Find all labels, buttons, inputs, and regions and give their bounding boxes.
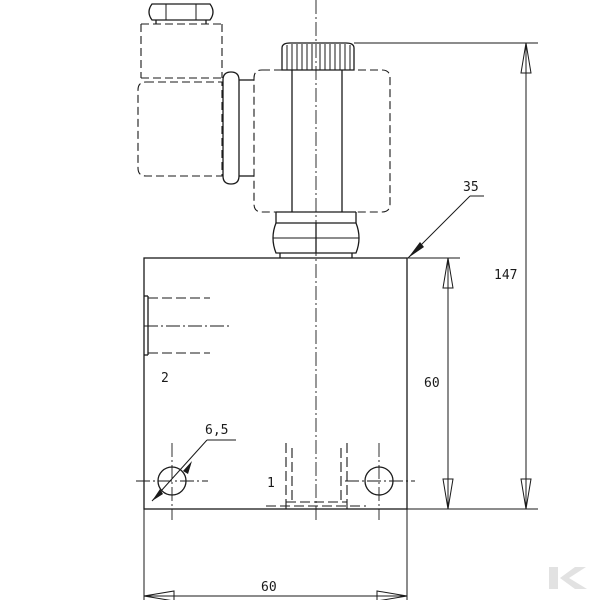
port-2-label: 2 [161,371,169,386]
port-2-hidden-lines [144,295,232,356]
hex-size-label: 35 [463,180,479,195]
block-width-dimension [143,509,408,602]
hex-nut [272,211,360,258]
overall-height-dimension [354,42,538,510]
block-width-label: 60 [261,580,277,595]
mounting-hole-right [345,443,415,520]
knurled-knob [281,42,355,71]
solenoid-coil [253,69,391,213]
port-1-hidden-lines [266,443,366,509]
block-height-label: 60 [424,376,440,391]
brand-k-logo-icon [549,567,587,589]
hole-diameter-leader [151,439,236,502]
hex-size-leader [407,195,484,259]
overall-height-label: 147 [494,268,517,283]
connector-plug [137,3,254,185]
port-1-label: 1 [267,476,275,491]
valve-body-block [143,257,408,510]
hole-diameter-label: 6,5 [205,423,228,438]
block-height-dimension [407,257,460,510]
mounting-hole-left [136,443,208,520]
